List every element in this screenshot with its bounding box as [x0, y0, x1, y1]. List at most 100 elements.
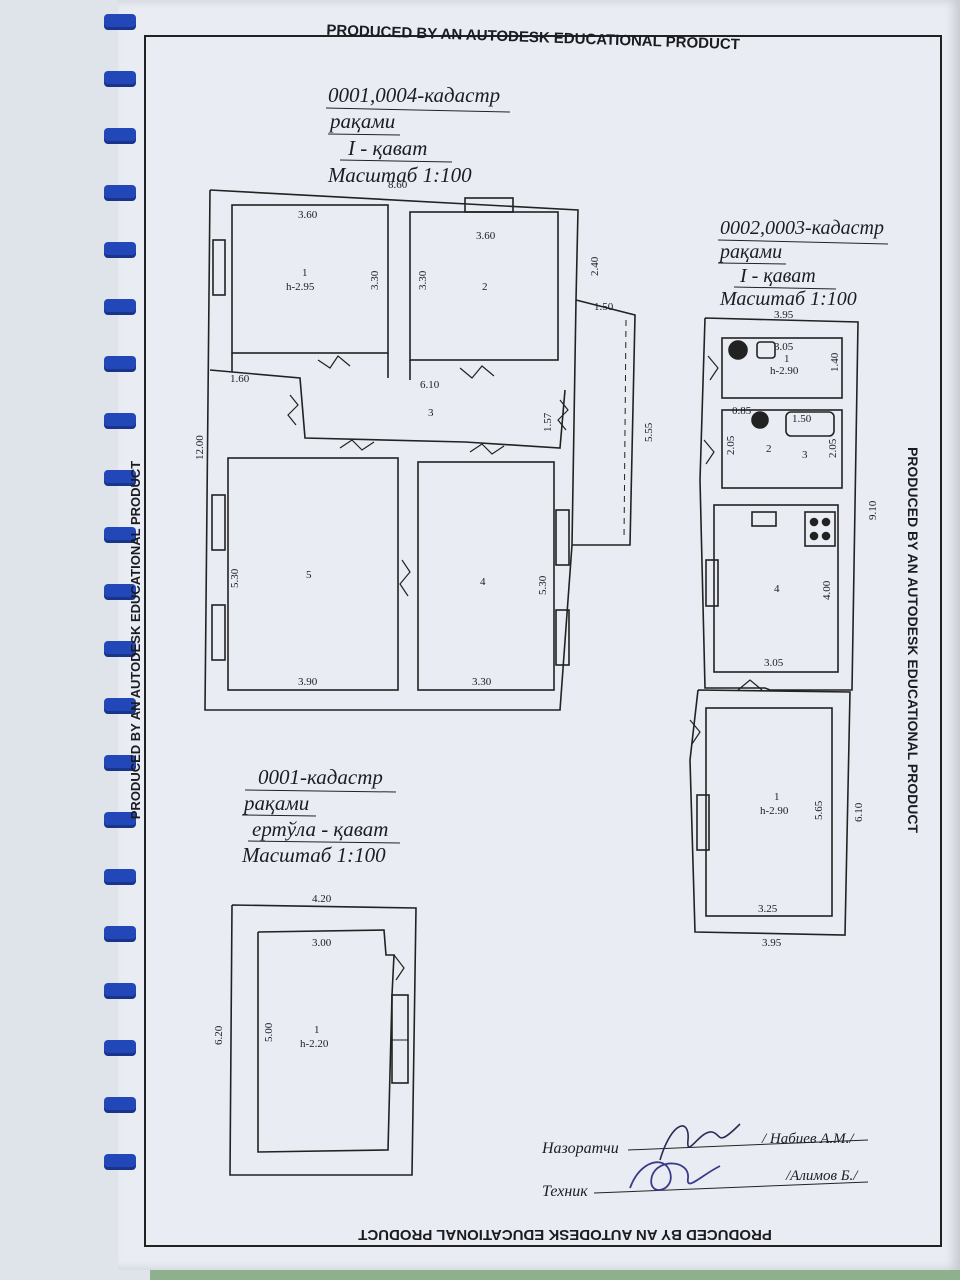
- binding-ring: [104, 527, 136, 543]
- plan-c-cadastre: 0001-кадастр: [258, 765, 383, 789]
- plan-b-floorplan: [689, 317, 859, 936]
- dim-room1-width: 3.60: [298, 209, 318, 221]
- binding-ring: [104, 470, 136, 486]
- binding-ring: [104, 242, 136, 258]
- plan-a-outer-wall: [204, 189, 579, 711]
- watermark-right: PRODUCED BY AN AUTODESK EDUCATIONAL PROD…: [905, 447, 921, 834]
- plan-b-scale: Масштаб 1:100: [719, 288, 857, 310]
- plan-a-window: [212, 239, 226, 296]
- stove-icon: [804, 511, 836, 547]
- binding-ring: [104, 698, 136, 714]
- binding-ring: [104, 71, 136, 87]
- inspector-signature: [659, 1123, 741, 1161]
- plan-b-room-5: [705, 707, 833, 917]
- plan-a-floor: I - қават: [347, 136, 427, 160]
- binding-ring: [104, 641, 136, 657]
- bathtub-icon: [785, 411, 835, 437]
- binding-ring: [104, 926, 136, 942]
- dim-room2-depth: 3.30: [417, 270, 429, 290]
- dim-room4-width: 3.30: [472, 676, 492, 688]
- plan-b-window: [696, 794, 710, 851]
- room-1-height: h-2.95: [286, 281, 315, 293]
- binding-ring: [104, 983, 136, 999]
- plan-a-room-5: [227, 457, 399, 691]
- kitchen-sink-icon: [751, 511, 777, 527]
- binding-ring: [104, 299, 136, 315]
- plan-a-dimensions: 8.60 3.60 3.60 3.30 3.30 2.40 1.50 1.60 …: [194, 179, 655, 688]
- plan-b-outer-wall: [699, 317, 859, 691]
- toilet-icon: [728, 340, 748, 360]
- dim-total-height: 12.00: [194, 435, 206, 460]
- dim-b-085: 0.85: [732, 405, 752, 417]
- dim-c-inner-height: 5.00: [263, 1022, 275, 1042]
- dim-b-bath-depth: 1.40: [829, 352, 841, 372]
- technician-role: Техник: [542, 1183, 588, 1200]
- dim-c-outer-height: 6.20: [213, 1025, 225, 1045]
- drawing-frame: [144, 35, 942, 1247]
- dim-b-205b: 2.05: [827, 438, 839, 458]
- binding-ring: [104, 413, 136, 429]
- room-b3-number: 3: [802, 449, 808, 461]
- dim-room5-depth: 5.30: [229, 568, 241, 588]
- plan-a-room-4: [417, 461, 555, 691]
- dim-room4-depth: 5.30: [537, 575, 549, 595]
- plan-a-floorplan: [204, 189, 636, 711]
- binding-ring: [104, 812, 136, 828]
- plan-c-room-1: [257, 929, 395, 1153]
- plan-b-dimensions: 3.95 3.05 1 h-2.90 1.40 0.85 1.50 2.05 2…: [725, 309, 879, 949]
- plan-c-floorplan: [229, 904, 417, 1176]
- room-4-number: 4: [480, 576, 486, 588]
- plan-c-floor: ертўла - қават: [252, 817, 388, 841]
- binding-ring: [104, 1097, 136, 1113]
- binding-ring: [104, 1040, 136, 1056]
- plan-b-room-1: [721, 337, 843, 399]
- inspector-role: Назоратчи: [541, 1140, 619, 1157]
- dim-c-inner-width: 3.00: [312, 937, 332, 949]
- dim-b-kitchen-depth: 4.00: [821, 580, 833, 600]
- dim-b-150: 1.50: [792, 413, 812, 425]
- binding-ring: [104, 1154, 136, 1170]
- dim-room2-width: 3.60: [476, 230, 496, 242]
- room-b5-number: 1: [774, 791, 780, 803]
- plan-a-window: [211, 604, 226, 661]
- technician-signature: [629, 1161, 721, 1191]
- plan-b-lower-wall: [689, 689, 851, 936]
- room-3-number: 3: [428, 407, 434, 419]
- plan-a-title: 0001,0004-кадастр рақами I - қават Масшт…: [325, 83, 511, 187]
- room-1-number: 1: [302, 267, 308, 279]
- binding-ring: [104, 869, 136, 885]
- dim-b-room-width: 3.25: [758, 903, 778, 915]
- dim-corridor-left: 1.60: [230, 373, 250, 385]
- dim-annex-width: 1.50: [594, 301, 614, 313]
- dim-room5-width: 3.90: [298, 676, 318, 688]
- dim-annex-height: 5.55: [643, 422, 655, 442]
- watermark-bottom: PRODUCED BY AN AUTODESK EDUCATIONAL PROD…: [358, 1226, 772, 1243]
- boiler-icon: [751, 411, 769, 429]
- dim-b-room-depth: 5.65: [813, 800, 825, 820]
- plan-a-room-1: [231, 204, 389, 354]
- dim-corridor-right: 1.57: [542, 412, 554, 432]
- technician-name: /Алимов Б./: [785, 1168, 859, 1184]
- plan-c-dimensions: 4.20 3.00 6.20 5.00 1 h-2.20: [213, 893, 332, 1050]
- binding-ring: [104, 128, 136, 144]
- inspector-name: / Набиев А.М./: [761, 1131, 855, 1147]
- signature-block: Назоратчи / Набиев А.М./ Техник /Алимов …: [541, 1123, 869, 1200]
- room-b4-number: 4: [774, 583, 780, 595]
- binding-ring: [104, 356, 136, 372]
- dim-b-bath-width: 3.05: [774, 341, 794, 353]
- dim-room1-depth: 3.30: [369, 270, 381, 290]
- plan-c-word: рақами: [242, 791, 309, 815]
- room-b5-height: h-2.90: [760, 805, 789, 817]
- room-c1-height: h-2.20: [300, 1038, 329, 1050]
- room-c1-number: 1: [314, 1024, 320, 1036]
- plan-b-cadastre: 0002,0003-кадастр: [720, 217, 884, 239]
- plan-a-annex: [572, 299, 636, 546]
- binding-ring: [104, 755, 136, 771]
- dim-right-top: 2.40: [589, 256, 601, 276]
- plan-b-floor: I - қават: [739, 265, 816, 287]
- plan-c-scale: Масштаб 1:100: [241, 843, 386, 867]
- dim-total-width: 8.60: [388, 179, 408, 191]
- plan-a-window: [211, 494, 226, 551]
- dim-corridor-len: 6.10: [420, 379, 440, 391]
